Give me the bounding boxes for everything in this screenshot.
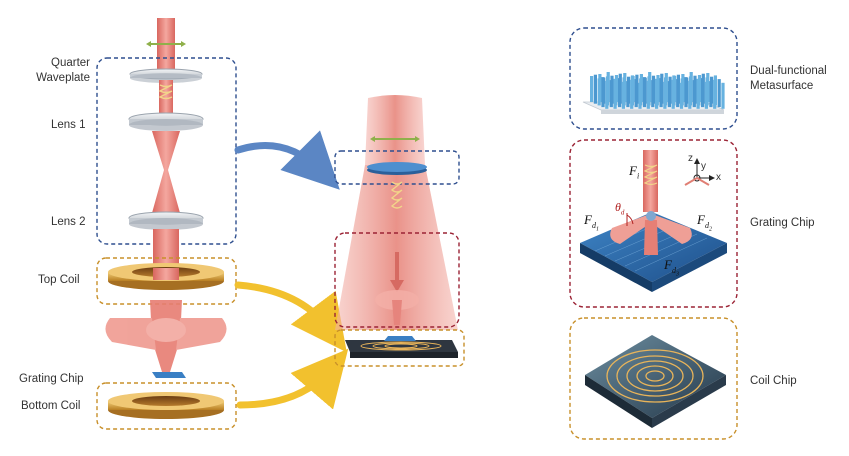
center-grating-box bbox=[334, 232, 460, 328]
coil-chip-panel-box bbox=[569, 317, 738, 440]
bottom-coil bbox=[108, 392, 224, 419]
nanopillar bbox=[605, 80, 609, 109]
force-fd3: Fd3 bbox=[664, 257, 679, 278]
center-assembly bbox=[334, 95, 465, 367]
center-diffracted bbox=[375, 290, 419, 325]
nanopillar bbox=[696, 78, 700, 109]
top-coil-dashed-box bbox=[96, 257, 237, 305]
nanopillar bbox=[601, 77, 605, 108]
quarter-waveplate bbox=[129, 68, 203, 83]
input-beam bbox=[157, 18, 175, 73]
nanopillar bbox=[659, 78, 663, 108]
nanopillar bbox=[684, 77, 688, 108]
nanopillar bbox=[717, 79, 721, 108]
nanopillar bbox=[676, 79, 680, 108]
bottom-coil-dashed-box bbox=[96, 382, 237, 430]
label-coil-chip: Coil Chip bbox=[750, 375, 797, 387]
center-chip bbox=[345, 336, 458, 358]
nanopillar bbox=[621, 81, 625, 109]
force-theta: θd bbox=[615, 200, 625, 217]
nanopillar bbox=[590, 76, 594, 102]
nanopillar bbox=[609, 80, 613, 108]
nanopillar bbox=[626, 81, 630, 108]
small-grating-chip bbox=[152, 372, 186, 378]
label-bottom-coil: Bottom Coil bbox=[21, 400, 81, 412]
nanopillar bbox=[692, 80, 696, 108]
center-spiral-icon bbox=[390, 181, 403, 209]
label-lens-1: Lens 1 bbox=[51, 119, 86, 131]
circular-polarization-icon bbox=[158, 84, 173, 100]
force-fi: Fi bbox=[629, 163, 640, 181]
center-metasurface bbox=[367, 162, 427, 175]
axis-triad-icon bbox=[684, 158, 715, 186]
label-lens-2: Lens 2 bbox=[51, 216, 86, 228]
center-metasurface-box bbox=[334, 150, 460, 185]
nanopillar bbox=[655, 78, 659, 109]
yellow-arrow-bottom-icon bbox=[236, 348, 349, 410]
grating-chip-panel bbox=[580, 150, 727, 292]
nanopillar bbox=[618, 78, 622, 108]
beam-cone bbox=[335, 165, 458, 330]
lens-2 bbox=[128, 211, 204, 230]
metasurface-panel bbox=[582, 72, 725, 114]
lens-1 bbox=[128, 112, 204, 131]
coil-chip-panel bbox=[585, 335, 726, 428]
nanopillar bbox=[613, 78, 617, 109]
nanopillar bbox=[630, 79, 634, 109]
label-grating-chip-right: Grating Chip bbox=[750, 217, 815, 229]
label-metasurface: Dual-functional Metasurface bbox=[750, 65, 827, 92]
nanopillar bbox=[671, 79, 675, 109]
axis-x-label: x bbox=[716, 172, 721, 183]
nanopillar bbox=[663, 81, 667, 109]
nanopillar bbox=[701, 78, 705, 108]
nanopillar bbox=[597, 78, 601, 106]
nanopillar bbox=[638, 82, 642, 109]
nanopillar bbox=[646, 80, 650, 109]
nanopillar bbox=[679, 82, 684, 109]
focused-beam bbox=[152, 131, 180, 213]
nanopillar bbox=[667, 81, 671, 108]
polarization-arrow-icon bbox=[146, 41, 186, 47]
metasurface-panel-box bbox=[569, 27, 738, 130]
nanopillar bbox=[709, 81, 713, 108]
label-grating-chip-left: Grating Chip bbox=[19, 373, 84, 385]
nanopillar bbox=[721, 82, 725, 109]
nanopillar bbox=[593, 74, 597, 104]
force-fd1: Fd1 bbox=[584, 212, 599, 233]
yellow-arrow-top-icon bbox=[234, 281, 347, 353]
nanopillar bbox=[713, 79, 717, 109]
axis-y-label: y bbox=[701, 161, 706, 172]
center-polarization-arrow-icon bbox=[370, 136, 420, 142]
diffracted-beams bbox=[105, 300, 227, 372]
nanopillar bbox=[704, 81, 708, 109]
nanopillar bbox=[634, 79, 638, 108]
label-quarter-waveplate: Quarter Waveplate bbox=[36, 57, 90, 84]
nanopillar bbox=[642, 77, 647, 108]
nanopillar bbox=[688, 80, 692, 109]
left-setup bbox=[96, 18, 237, 430]
force-fd2: Fd2 bbox=[697, 212, 712, 233]
label-top-coil: Top Coil bbox=[38, 274, 80, 286]
nanopillar bbox=[651, 80, 655, 108]
axis-z-label: z bbox=[688, 153, 693, 164]
blue-arrow-icon bbox=[234, 130, 340, 190]
center-coil-box bbox=[334, 329, 465, 367]
